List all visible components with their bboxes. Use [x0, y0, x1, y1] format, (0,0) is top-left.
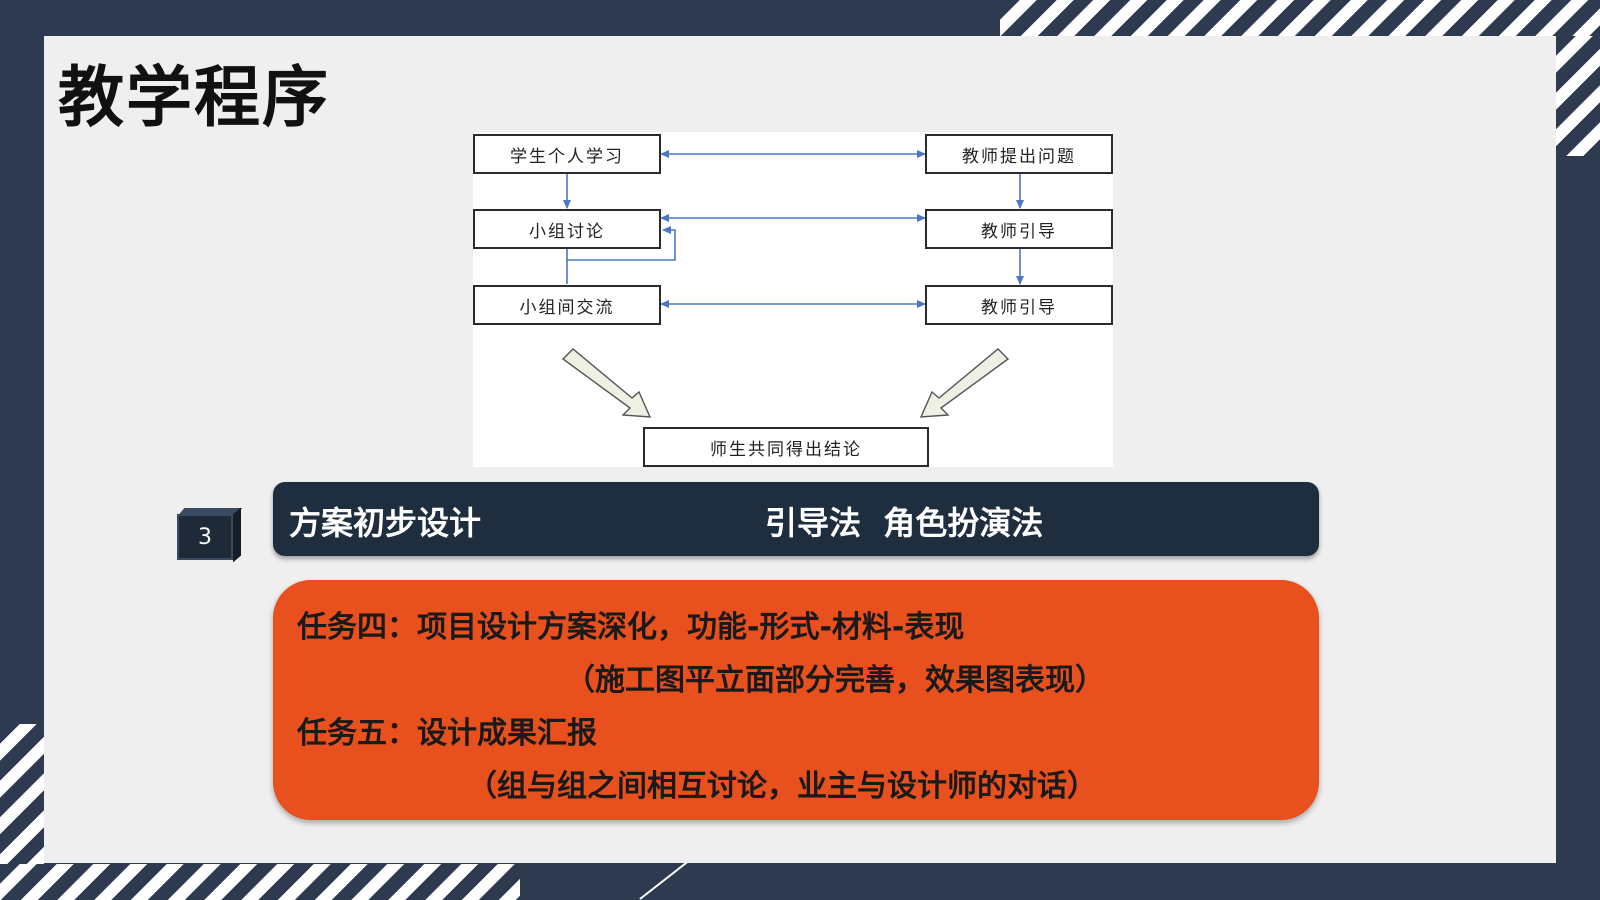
step-label: 方案初步设计 [289, 504, 482, 542]
slide-title: 教学程序 [58, 59, 330, 136]
node-teacher-guidance-1: 教师引导 [925, 209, 1113, 249]
step-number: 3 [177, 514, 233, 560]
slide-canvas: 教学程序 学生个人学 [44, 36, 1556, 863]
node-joint-conclusion: 师生共同得出结论 [643, 427, 929, 467]
node-teacher-guidance-2: 教师引导 [925, 285, 1113, 325]
node-student-self-study: 学生个人学习 [473, 134, 661, 174]
node-inter-group-exchange: 小组间交流 [473, 285, 661, 325]
node-group-discussion: 小组讨论 [473, 209, 661, 249]
task5-detail: （组与组之间相互讨论，业主与设计师的对话） [467, 769, 1097, 804]
decorative-stripes-left [0, 724, 44, 864]
decorative-stripes-bottom [0, 864, 520, 900]
connector-feedback-loop [566, 226, 676, 261]
flowchart-connectors [561, 150, 1024, 418]
task5-title: 任务五：设计成果汇报 [297, 716, 597, 751]
task-panel: 任务四：项目设计方案深化，功能-形式-材料-表现 （施工图平立面部分完善，效果图… [273, 580, 1319, 820]
converge-arrow-left [561, 348, 652, 418]
task4-detail: （施工图平立面部分完善，效果图表现） [565, 663, 1105, 698]
step-header-bar: 方案初步设计 引导法 角色扮演法 [273, 482, 1319, 556]
task4-title: 任务四：项目设计方案深化，功能-形式-材料-表现 [297, 610, 965, 645]
teaching-methods: 引导法 角色扮演法 [765, 504, 1044, 542]
decorative-stripes-top [1000, 0, 1600, 36]
step-number-badge: 3 [177, 507, 243, 563]
teaching-flowchart: 学生个人学习 小组讨论 小组间交流 教师提出问题 教师引导 教师引导 师生共同得… [473, 132, 1113, 467]
badge-side-face [233, 507, 241, 563]
node-teacher-raises-question: 教师提出问题 [925, 134, 1113, 174]
decorative-stripes-right [1556, 36, 1600, 156]
converge-arrow-right [919, 348, 1010, 418]
